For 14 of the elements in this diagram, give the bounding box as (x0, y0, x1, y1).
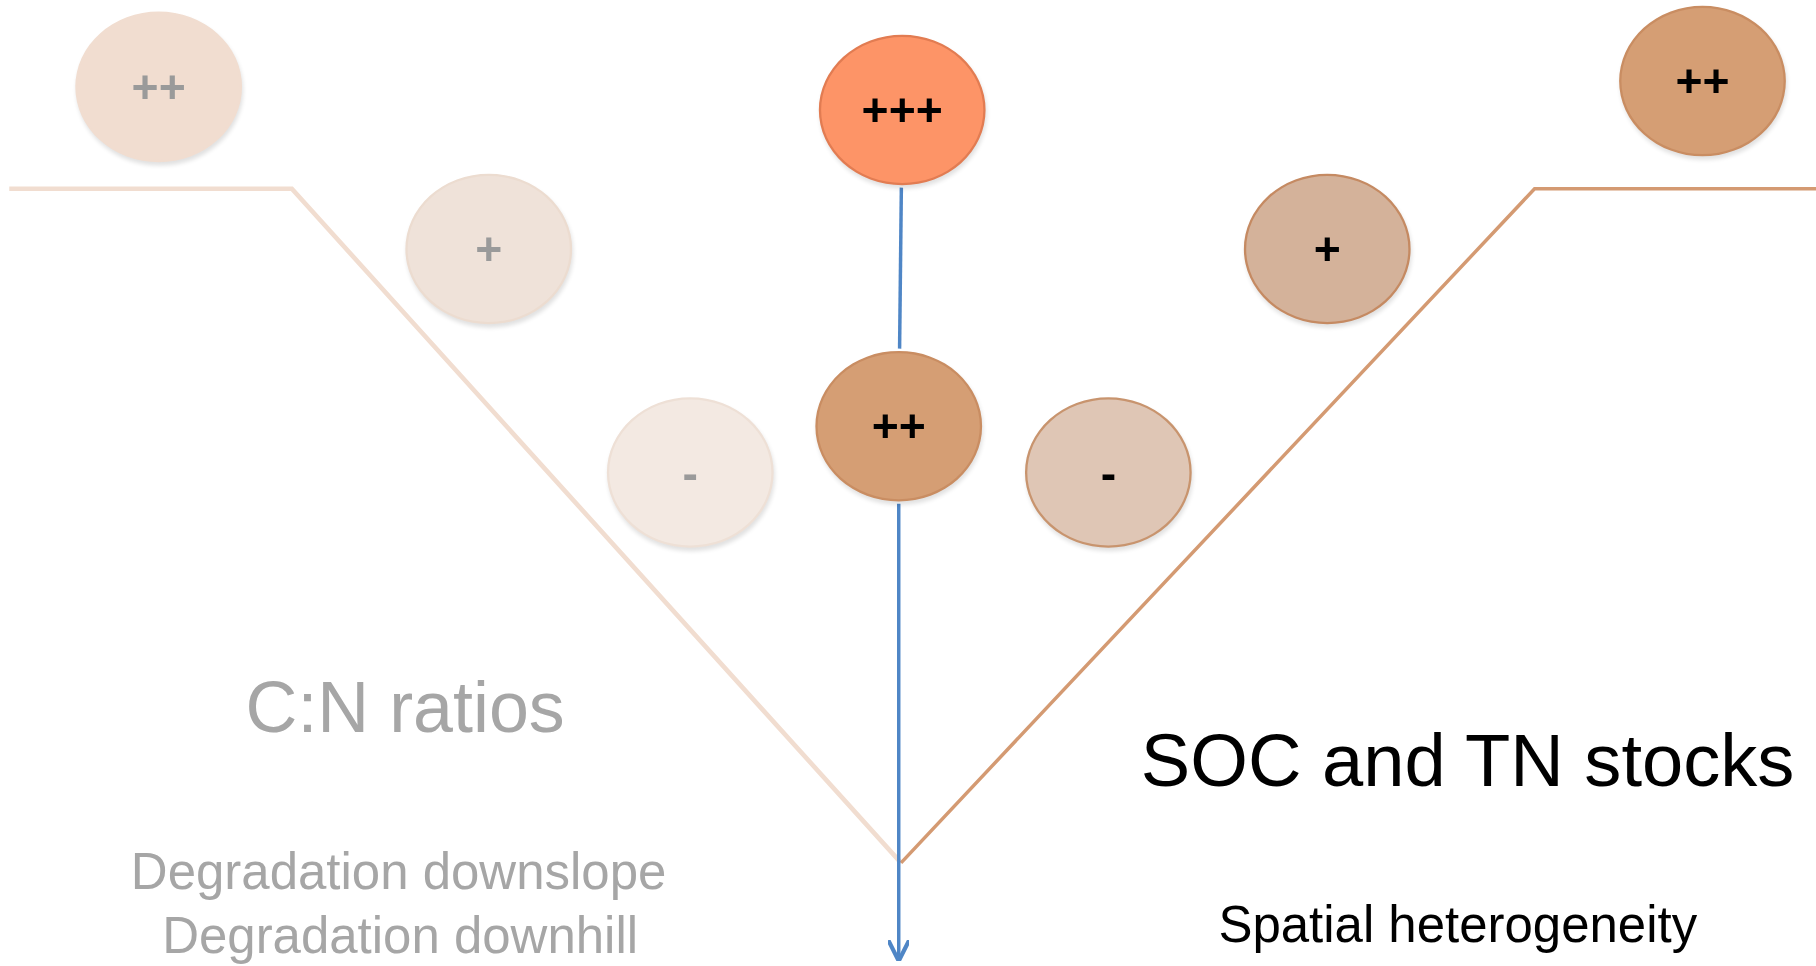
rating-symbol: + (1313, 225, 1341, 273)
caption: Degradation downhill (162, 906, 639, 965)
rating-symbol: ++ (1675, 57, 1730, 105)
caption: Degradation downslope (130, 843, 667, 902)
rating-symbol: - (1100, 449, 1117, 496)
rating-symbol: +++ (861, 86, 943, 134)
heading: C:N ratios (245, 666, 565, 749)
caption: Spatial heterogeneity (1218, 895, 1698, 954)
rating-symbol: - (682, 449, 698, 496)
heading: SOC and TN stocks (1140, 718, 1795, 804)
rating-symbol: + (475, 225, 503, 273)
arrow (886, 503, 912, 964)
rating-symbol: ++ (871, 403, 926, 450)
rating-symbol: ++ (131, 63, 186, 111)
